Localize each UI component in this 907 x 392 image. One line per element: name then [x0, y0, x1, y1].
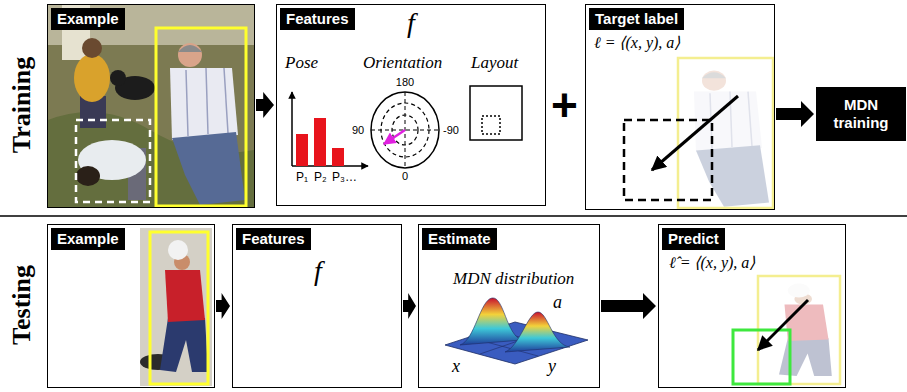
orientation-dial	[371, 92, 439, 168]
flow-arrow	[776, 101, 814, 127]
bin-label: P₂	[314, 170, 327, 184]
testing-photo	[140, 228, 212, 386]
testing-photo	[150, 232, 208, 384]
example-panel: Example	[47, 4, 255, 208]
training-photo	[74, 54, 110, 102]
panel-text: ℓ = ⟨(x, y), a⟩	[592, 33, 682, 53]
target-illustration	[652, 96, 738, 170]
plot-axis-label: y	[548, 356, 556, 376]
separator-line	[0, 215, 907, 217]
row-label: Training	[7, 57, 37, 153]
pose-histogram	[296, 134, 308, 166]
flow-arrow	[216, 293, 230, 319]
testing-photo	[140, 228, 212, 386]
panel-text: f	[407, 7, 415, 39]
plot-axis-label: x	[452, 356, 460, 376]
target-illustration	[678, 58, 773, 208]
panel-heading: Example	[51, 228, 125, 250]
pose-histogram	[292, 92, 368, 166]
flow-arrow	[601, 293, 656, 319]
training-photo	[76, 120, 150, 202]
predict-illustration	[733, 276, 840, 384]
example-panel: Example	[47, 224, 215, 388]
estimate-panel: EstimateMDN distribution	[418, 224, 600, 388]
panel-text: Orientation	[363, 53, 442, 73]
mdn-surface	[460, 298, 522, 345]
panel-text: ℓ̂ = ⟨(x, y), a⟩	[667, 253, 757, 273]
orientation-dial	[384, 130, 405, 144]
bin-label: P₃…	[332, 170, 357, 184]
panel-text: MDN distribution	[453, 269, 574, 289]
features-panel: Featuresf	[232, 224, 402, 388]
training-photo	[48, 5, 254, 207]
panel-heading: Features	[236, 228, 311, 250]
training-photo	[156, 28, 246, 206]
training-photo	[110, 70, 126, 86]
layout-box	[482, 116, 500, 134]
pose-histogram	[291, 92, 293, 166]
panel-text: f	[314, 255, 322, 287]
predict-illustration	[733, 330, 790, 384]
training-photo	[82, 38, 102, 58]
panel-heading: Example	[51, 8, 125, 30]
training-photo	[48, 5, 254, 207]
training-photo	[170, 43, 245, 205]
panel-text: Pose	[285, 53, 318, 73]
target-panel: Target label ℓ = ⟨(x, y), a⟩	[585, 4, 775, 210]
angle-label: -90	[443, 124, 459, 137]
angle-label: 0	[402, 170, 408, 183]
mdn-surface	[445, 298, 588, 364]
panel-heading: Predict	[662, 228, 725, 250]
panel-text: Layout	[471, 53, 518, 73]
panel-heading: Features	[280, 8, 355, 30]
pose-histogram	[332, 148, 344, 166]
panel-heading: MDN training	[820, 96, 902, 132]
plus-sign: +	[551, 80, 578, 130]
flow-arrow	[256, 92, 274, 118]
row-label: Testing	[7, 265, 37, 345]
orientation-dial	[371, 92, 439, 168]
panel-heading: Estimate	[422, 228, 497, 250]
mdn-surface	[505, 312, 570, 352]
angle-label: 180	[396, 76, 414, 89]
target-illustration	[694, 71, 769, 207]
training-photo	[76, 166, 100, 186]
layout-box	[470, 86, 522, 140]
process-box: MDN training	[816, 87, 906, 141]
target-illustration	[624, 120, 712, 200]
layout-box	[470, 86, 522, 140]
predict-illustration	[758, 300, 808, 350]
target-illustration	[694, 71, 769, 207]
flow-arrow	[403, 293, 416, 319]
panel-heading: Target label	[589, 8, 684, 30]
testing-photo	[160, 240, 208, 372]
predict-panel: Predict ℓ̂ = ⟨(x, y), a⟩	[658, 224, 846, 388]
bin-label: P₁	[296, 170, 308, 184]
pose-histogram	[314, 118, 326, 166]
target-illustration	[624, 58, 773, 208]
angle-label: 90	[352, 124, 364, 137]
plot-axis-label: a	[553, 292, 562, 312]
